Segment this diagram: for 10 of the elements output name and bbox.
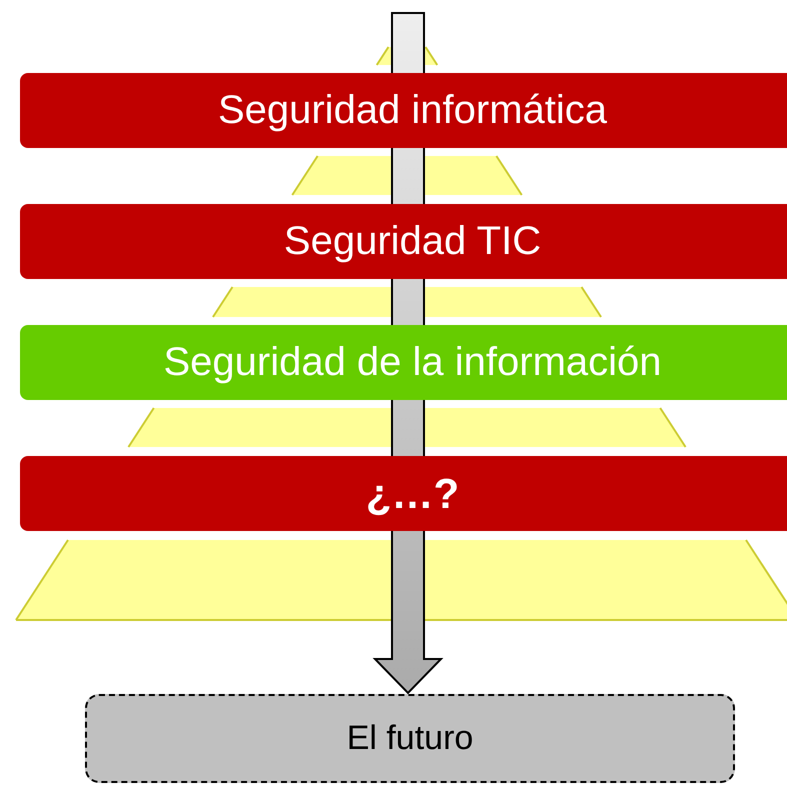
banner-bar bbox=[20, 456, 787, 531]
node-label: El futuro bbox=[346, 719, 474, 758]
node-label: Seguridad informática bbox=[218, 88, 608, 133]
node-label: ¿…? bbox=[366, 470, 460, 518]
process-box bbox=[85, 694, 735, 783]
node-label: Seguridad TIC bbox=[284, 219, 542, 264]
banner-bar bbox=[20, 73, 787, 148]
banner-bar bbox=[20, 325, 787, 400]
node-label: Seguridad de la información bbox=[163, 340, 662, 385]
banner-bar bbox=[20, 204, 787, 279]
